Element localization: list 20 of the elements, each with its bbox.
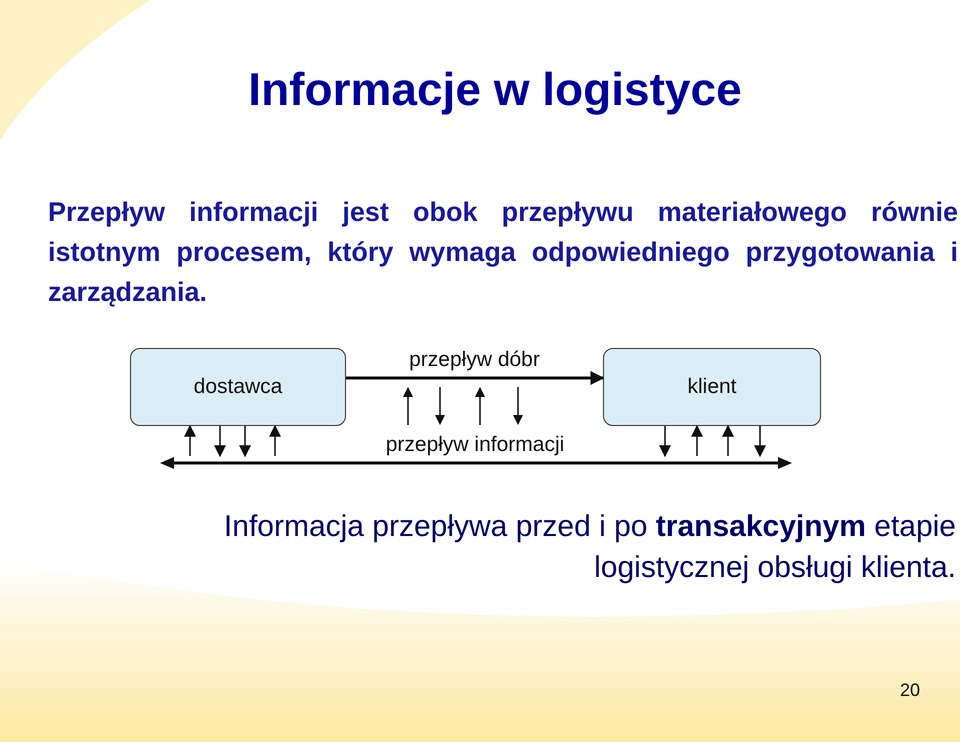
box-label: klient — [687, 375, 737, 399]
box-label: dostawca — [194, 375, 282, 399]
double-arrow — [160, 456, 792, 470]
page-number: 20 — [898, 680, 922, 701]
arrow — [346, 371, 604, 385]
arrow — [214, 426, 226, 458]
arrow — [722, 424, 734, 456]
arrow — [269, 424, 281, 456]
arrow — [184, 424, 196, 456]
intro-paragraph: Przepływ informacji jest obok przepływu materiałowego równie istotnym procesem, który wymaga odpowiedniego przygotowania i zarządzania. — [48, 196, 958, 309]
arrow — [239, 426, 251, 458]
slide-title: Informacje w logistyce — [247, 62, 743, 116]
edge-label: przepływ dóbr — [408, 348, 541, 372]
arrow — [754, 426, 766, 458]
entity-box — [130, 348, 346, 426]
arrow — [691, 424, 703, 456]
flow-label: przepływ informacji — [384, 433, 566, 457]
caption-text: Informacja przepływa przed i po transakcyjnym etapie logistycznej obsługi klienta. — [222, 509, 956, 586]
arrow — [659, 426, 671, 458]
entity-box — [603, 348, 821, 426]
